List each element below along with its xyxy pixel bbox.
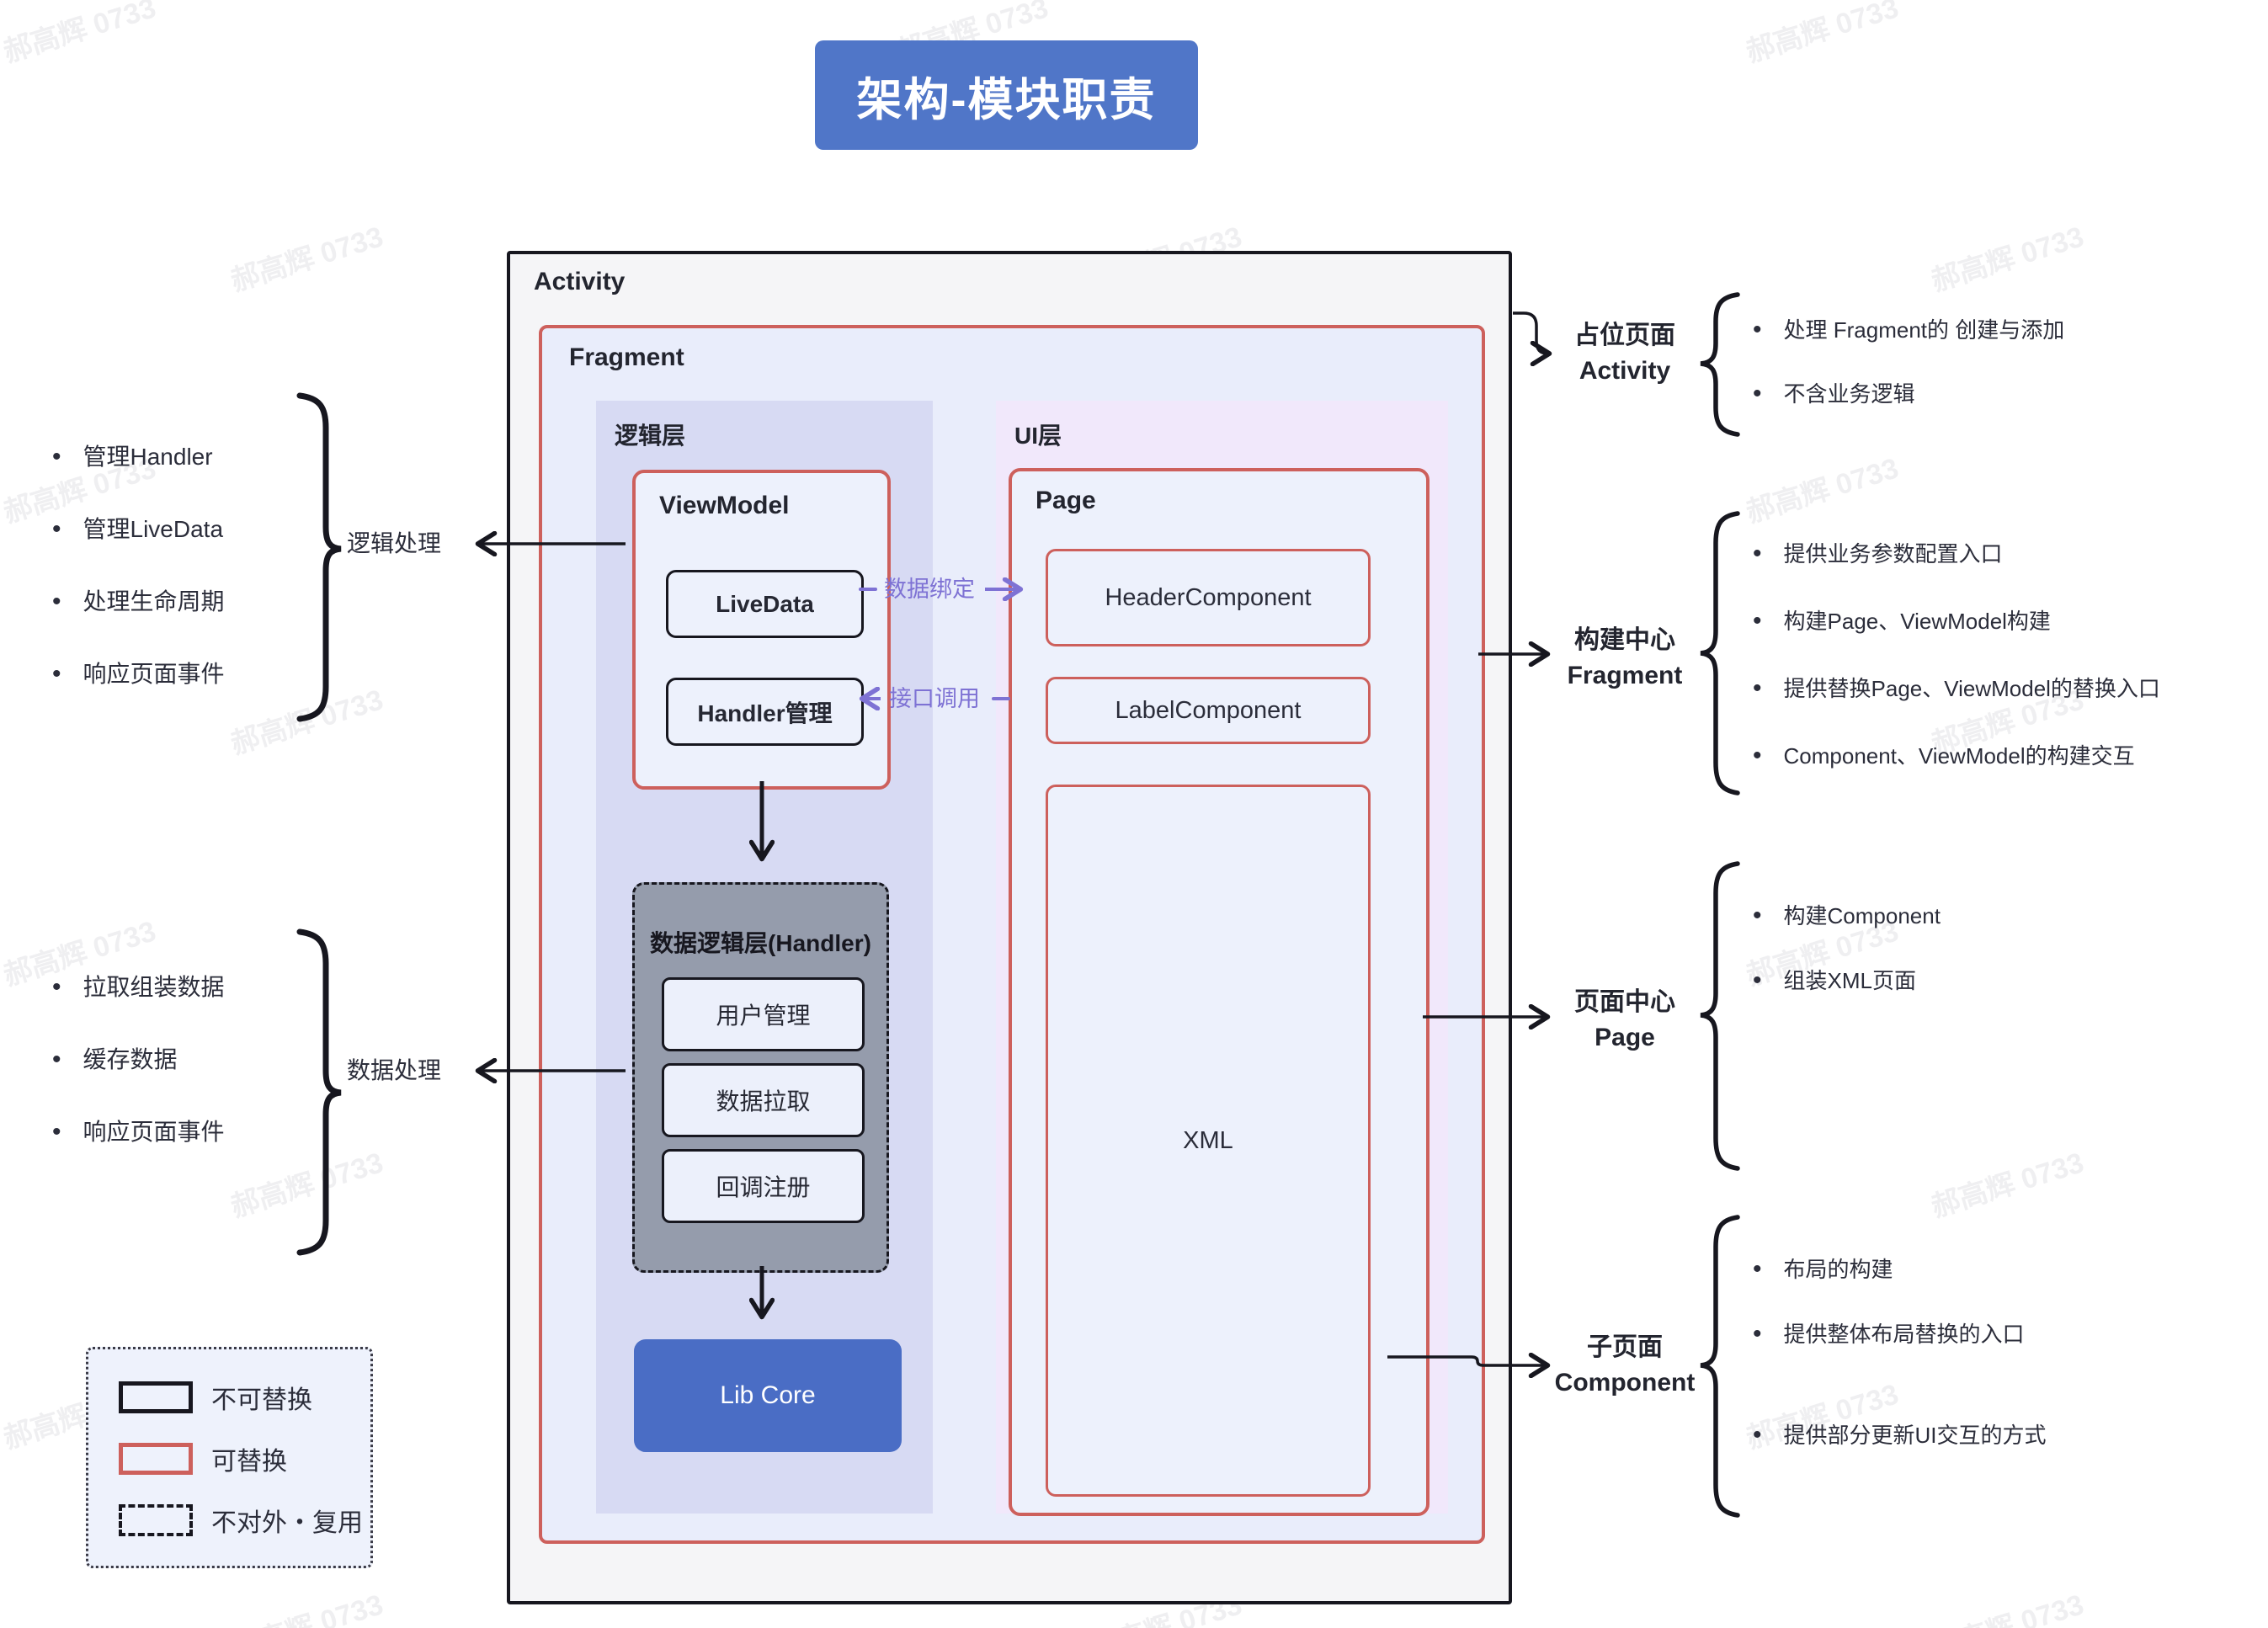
bullet-item: 处理 Fragment的 创建与添加	[1753, 315, 2065, 345]
watermark-text: 郝高辉 0733	[1927, 221, 2088, 298]
solid-red-swatch-icon	[119, 1443, 193, 1475]
bullet-item: 缓存数据	[52, 1045, 178, 1075]
data-logic-layer-box: 数据逻辑层(Handler) 用户管理 数据拉取 回调注册	[632, 882, 889, 1273]
bullet-item: 管理Handler	[52, 442, 213, 472]
data-processing-label: 数据处理	[347, 1057, 442, 1083]
page-title-text: 架构-模块职责	[856, 74, 1157, 125]
viewmodel-box: ViewModel LiveData Handler管理	[632, 470, 891, 790]
bullet-item: 构建Page、ViewModel构建	[1753, 606, 2051, 636]
data-logic-layer-label: 数据逻辑层(Handler)	[650, 930, 871, 956]
bullet-item: 组装XML页面	[1753, 966, 1916, 996]
libcore-box: Lib Core	[634, 1339, 902, 1452]
legend-item-replaceable: 可替换	[119, 1441, 370, 1476]
libcore-label: Lib Core	[720, 1381, 816, 1409]
fragment-label: Fragment	[569, 343, 684, 371]
activity-label: Activity	[534, 268, 626, 295]
activity-box: Activity Fragment 逻辑层 ViewModel LiveData…	[507, 251, 1512, 1604]
annotation-title-fragment: 构建中心 Fragment	[1553, 623, 1696, 694]
bullet-item: 提供部分更新UI交互的方式	[1753, 1420, 2047, 1450]
annotation-title-page: 页面中心 Page	[1553, 985, 1696, 1056]
watermark-text: 郝高辉 0733	[1742, 0, 1903, 69]
brace-right-component	[1700, 1215, 1740, 1518]
logic-layer-label: 逻辑层	[615, 423, 686, 449]
livedata-label: LiveData	[716, 590, 814, 617]
legend-box: 不可替换 可替换 不对外・复用	[86, 1347, 373, 1568]
user-mgmt-box: 用户管理	[662, 977, 865, 1051]
bullet-item: 提供业务参数配置入口	[1753, 539, 2003, 569]
hook-arrow-activity	[1513, 311, 1547, 354]
brace-right-fragment	[1700, 511, 1740, 795]
page-label: Page	[1036, 487, 1096, 514]
ui-layer-column: UI层 Page HeaderComponent LabelComponent …	[996, 401, 1448, 1516]
label-component-label: LabelComponent	[1115, 696, 1302, 724]
annotation-title-line2: Fragment	[1567, 662, 1683, 689]
header-component-label: HeaderComponent	[1105, 583, 1312, 611]
viewmodel-label: ViewModel	[659, 492, 790, 519]
handler-mgmt-box: Handler管理	[666, 678, 864, 746]
bullet-item: 处理生命周期	[52, 587, 225, 617]
watermark-text: 郝高辉 0733	[1742, 452, 1903, 529]
watermark-text: 郝高辉 0733	[226, 221, 387, 298]
logic-layer-column: 逻辑层 ViewModel LiveData Handler管理 数据逻辑层(H…	[596, 401, 933, 1514]
bullet-item: 构建Component	[1753, 901, 1941, 931]
annotation-title-line2: Component	[1554, 1369, 1696, 1397]
watermark-text: 郝高辉 0733	[226, 684, 387, 761]
dashed-black-swatch-icon	[119, 1504, 193, 1536]
annotation-title-line1: 构建中心	[1574, 626, 1675, 654]
data-binding-label: 数据绑定	[884, 577, 975, 602]
watermark-text: 郝高辉 0733	[0, 0, 160, 69]
bullet-item: 管理LiveData	[52, 514, 224, 545]
annotation-title-line2: Activity	[1579, 357, 1671, 385]
legend-label: 可替换	[211, 1448, 287, 1476]
legend-label: 不对外・复用	[211, 1509, 363, 1537]
bullet-item: 响应页面事件	[52, 1117, 225, 1147]
watermark-text: 郝高辉 0733	[226, 1147, 387, 1224]
logic-processing-label: 逻辑处理	[347, 530, 442, 556]
brace-right-activity	[1700, 292, 1740, 437]
page-title: 架构-模块职责	[815, 40, 1198, 150]
solid-black-swatch-icon	[119, 1381, 193, 1413]
data-fetch-box: 数据拉取	[662, 1063, 865, 1137]
callback-register-box: 回调注册	[662, 1149, 865, 1223]
brace-right-page	[1700, 861, 1740, 1171]
bullet-item: 响应页面事件	[52, 659, 225, 689]
bullet-item: 布局的构建	[1753, 1254, 1893, 1285]
annotation-title-line1: 占位页面	[1574, 322, 1675, 349]
annotation-title-activity: 占位页面 Activity	[1553, 318, 1696, 389]
xml-box: XML	[1046, 785, 1371, 1497]
bullet-item: 提供整体布局替换的入口	[1753, 1319, 2025, 1349]
header-component-box: HeaderComponent	[1046, 549, 1371, 646]
page-box: Page HeaderComponent LabelComponent XML	[1009, 468, 1429, 1516]
annotation-title-component: 子页面 Component	[1553, 1330, 1696, 1401]
watermark-text: 郝高辉 0733	[1927, 1588, 2088, 1628]
legend-label: 不可替换	[211, 1386, 312, 1414]
ui-layer-label: UI层	[1014, 423, 1062, 449]
data-fetch-label: 数据拉取	[716, 1088, 811, 1115]
bullet-item: 拉取组装数据	[52, 972, 225, 1003]
interface-call-label: 接口调用	[889, 686, 980, 711]
callback-register-label: 回调注册	[716, 1174, 811, 1200]
livedata-box: LiveData	[666, 570, 864, 638]
user-mgmt-label: 用户管理	[716, 1003, 811, 1029]
legend-item-not-replaceable: 不可替换	[119, 1380, 370, 1415]
legend-item-internal-reuse: 不对外・复用	[119, 1503, 370, 1538]
fragment-box: Fragment 逻辑层 ViewModel LiveData Handler管…	[539, 325, 1485, 1544]
watermark-text: 郝高辉 0733	[1927, 1147, 2088, 1224]
xml-label: XML	[1183, 1126, 1233, 1154]
bullet-item: Component、ViewModel的构建交互	[1753, 741, 2135, 771]
bullet-item: 不含业务逻辑	[1753, 379, 1915, 409]
brace-left-data	[296, 928, 342, 1256]
handler-mgmt-label: Handler管理	[697, 700, 833, 726]
annotation-title-line1: 子页面	[1587, 1333, 1663, 1361]
brace-left-logic	[296, 392, 342, 722]
label-component-box: LabelComponent	[1046, 677, 1371, 744]
annotation-title-line2: Page	[1595, 1024, 1655, 1051]
watermark-text: 郝高辉 0733	[226, 1588, 387, 1628]
annotation-title-line1: 页面中心	[1574, 988, 1675, 1016]
bullet-item: 提供替换Page、ViewModel的替换入口	[1753, 673, 2160, 704]
